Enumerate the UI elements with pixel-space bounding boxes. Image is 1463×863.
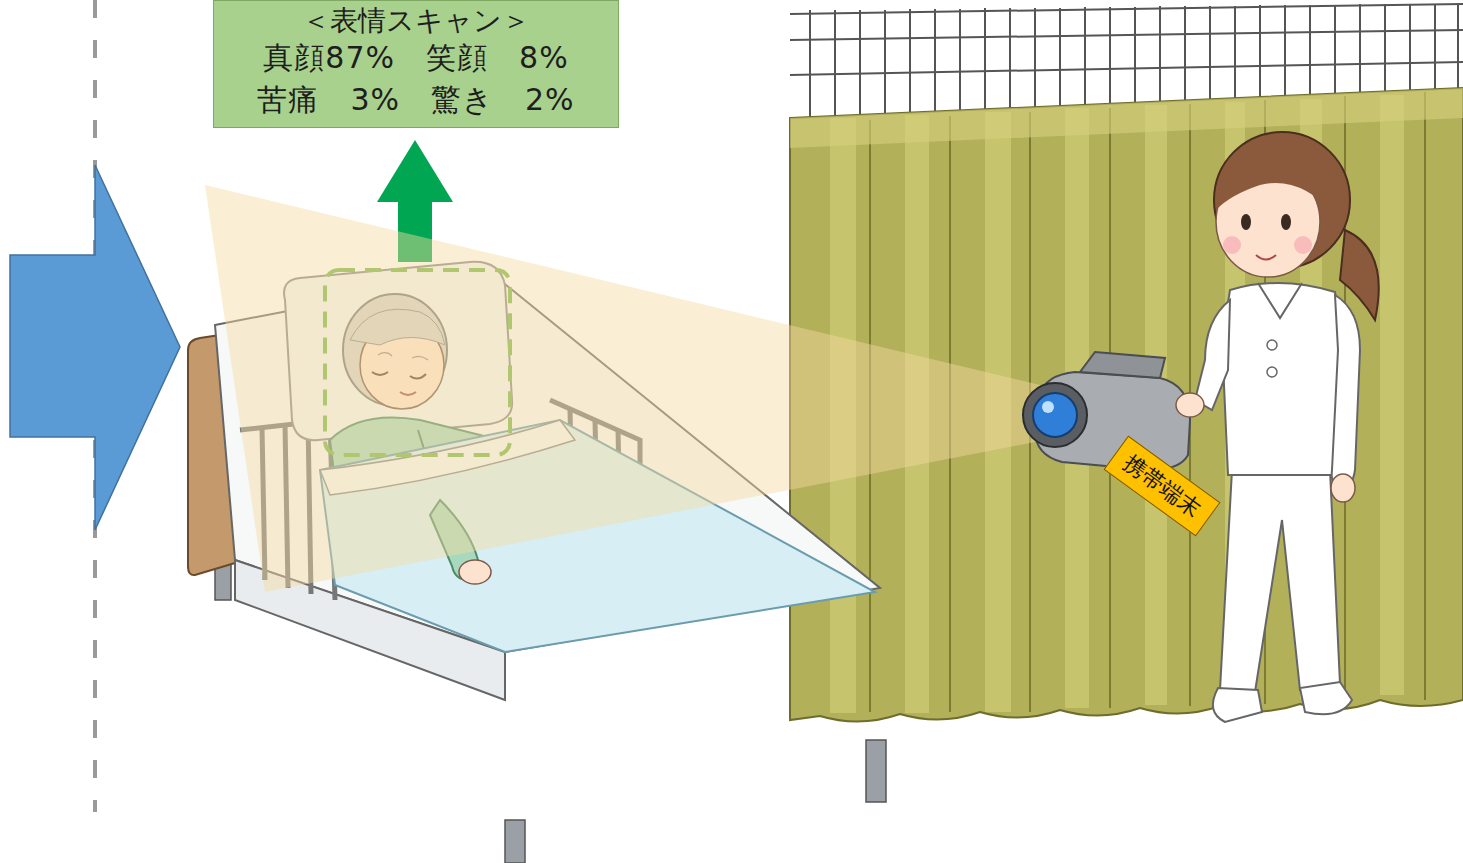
curtain-rail-grid-part-part — [1159, 6, 1161, 104]
nurse-part — [1267, 367, 1277, 377]
curtain-rail-grid-part-part — [984, 8, 986, 112]
curtain-rail-grid-part-part — [884, 10, 886, 116]
curtain-rail-grid-part-part — [834, 10, 836, 118]
curtain-rail-grid-part-part — [1184, 6, 1186, 103]
camcorder-part — [1033, 393, 1077, 437]
curtain-rail-grid-part-part — [790, 62, 1463, 75]
nurse-part — [1258, 283, 1302, 318]
node-text: 真顔87% 笑顔 8% — [263, 37, 568, 79]
curtain-rail-grid-part-part — [934, 9, 936, 114]
curtain-rail-grid-part-part — [1457, 4, 1459, 91]
curtain-part-part — [1380, 95, 1404, 695]
curtain-rail-grid-part-part — [1059, 8, 1061, 108]
curtain-rail-grid-part-part — [1259, 5, 1261, 99]
bed-part — [866, 740, 886, 802]
curtain-rail-grid-part-part — [859, 10, 861, 117]
curtain-rail-grid-part-part — [1084, 7, 1086, 107]
nurse-part — [1216, 150, 1335, 215]
nurse-part — [1195, 300, 1230, 410]
nurse-part — [1241, 214, 1251, 230]
blue-arrow — [10, 165, 180, 530]
bed-part — [505, 820, 525, 863]
curtain-rail-grid-part-part — [1359, 4, 1361, 95]
curtain-rail-grid-part-part — [1134, 7, 1136, 105]
blue-arrow-part — [10, 165, 180, 530]
curtain-rail-grid-part-part — [1109, 7, 1111, 106]
nurse-part — [1213, 688, 1262, 722]
curtain-rail-grid-part-part — [1034, 8, 1036, 110]
nurse-part — [1281, 214, 1291, 230]
device-label: 携帯端末 — [1104, 436, 1221, 537]
nurse — [1195, 132, 1379, 722]
camcorder-part — [1080, 352, 1165, 378]
curtain-rail-grid-part-part — [1409, 4, 1411, 93]
node-text: 苦痛 3% 驚き 2% — [257, 79, 574, 121]
curtain-rail-grid-part-part — [1284, 5, 1286, 98]
patient-part — [459, 560, 491, 584]
curtain-rail-grid-part-part — [959, 9, 961, 113]
curtain-rail-grid-part-part — [909, 9, 911, 115]
curtain-rail-grid-part-part — [1334, 5, 1336, 96]
nurse-part — [1256, 255, 1276, 260]
curtain-rail-grid-part-part — [1434, 4, 1436, 92]
nurse-part — [1331, 474, 1355, 502]
camcorder-part — [1176, 393, 1204, 417]
nurse-part — [1300, 682, 1352, 714]
node-heading: 携帯端末 — [1118, 449, 1206, 523]
nurse-part — [1223, 236, 1241, 254]
camera-light-beam — [205, 185, 1045, 592]
nurse-part — [1220, 470, 1340, 692]
curtain-rail-grid-part-part — [1209, 6, 1211, 102]
nurse-part — [1267, 340, 1277, 350]
nurse-part — [1294, 236, 1312, 254]
camcorder — [1023, 352, 1204, 470]
curtain-rail-grid-part-part — [1009, 8, 1011, 111]
curtain-rail-grid-part-part — [1234, 6, 1236, 100]
scan-result-box: ＜表情スキャン＞真顔87% 笑顔 8%苦痛 3% 驚き 2% — [213, 0, 619, 128]
curtain-rail-grid-part-part — [809, 10, 811, 120]
camcorder-part — [1042, 401, 1054, 413]
node-heading: ＜表情スキャン＞ — [302, 5, 530, 37]
curtain-rail-grid-part-part — [1384, 4, 1386, 94]
curtain-rail-grid-part-part — [1309, 5, 1311, 97]
camera-light-beam-part — [205, 185, 1045, 592]
curtain-rail-grid-part-part — [790, 4, 1463, 14]
camcorder-part — [1023, 383, 1087, 447]
nurse-part — [1332, 295, 1360, 488]
curtain-rail-grid-part-part — [790, 30, 1463, 40]
curtain-part — [790, 88, 1463, 148]
nurse-part — [1222, 283, 1345, 475]
curtain-part-part — [1424, 92, 1426, 700]
